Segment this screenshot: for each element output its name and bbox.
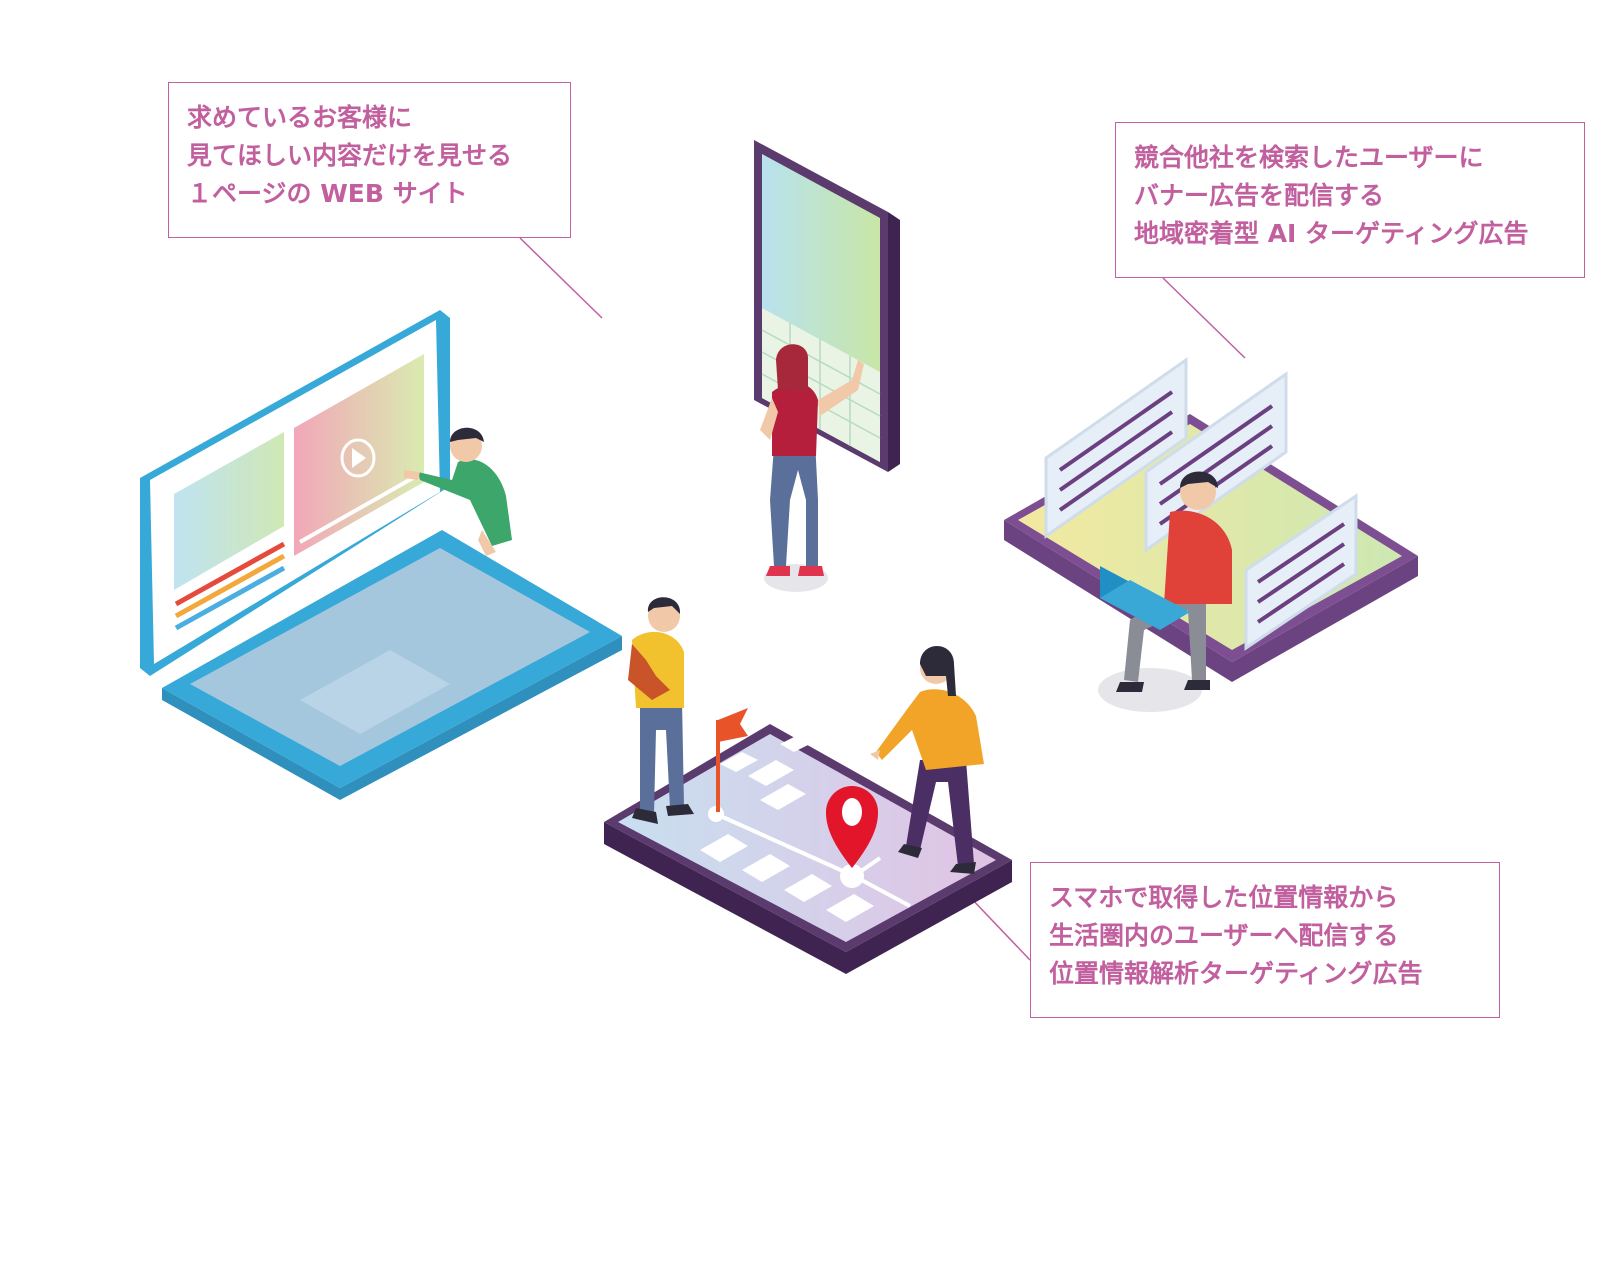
screen-line-orange xyxy=(174,553,286,619)
callout-geo-targeting: スマホで取得した位置情報から 生活圏内のユーザーへ配信する 位置情報解析ターゲテ… xyxy=(1030,862,1500,1018)
callout-ai-line-3: 地域密着型 AI ターゲティング広告 xyxy=(1134,219,1529,248)
callout-web-line-3: １ページの WEB サイト xyxy=(187,179,468,208)
callout-ai-line-2: バナー広告を配信する xyxy=(1134,181,1385,210)
connector-web xyxy=(519,237,603,319)
map-tablet-illustration xyxy=(604,708,1012,974)
callout-ai-line-1: 競合他社を検索したユーザーに xyxy=(1134,143,1484,172)
callout-web-site: 求めているお客様に 見てほしい内容だけを見せる １ページの WEB サイト xyxy=(168,82,571,238)
map-screen xyxy=(618,734,996,942)
screen-line-blue xyxy=(174,565,286,631)
callout-geo-line-2: 生活圏内のユーザーへ配信する xyxy=(1049,921,1399,950)
map-pin-icon xyxy=(826,786,878,868)
route-end-dot xyxy=(840,864,864,888)
screen-left-panel xyxy=(174,432,284,590)
callout-geo-line-1: スマホで取得した位置情報から xyxy=(1049,883,1399,912)
person-thinking xyxy=(628,597,694,824)
laptop-base-side xyxy=(162,636,622,800)
person-green-shirt xyxy=(404,427,512,556)
callout-ai-targeting: 競合他社を検索したユーザーに バナー広告を配信する 地域密着型 AI ターゲティ… xyxy=(1115,122,1585,278)
flag-icon xyxy=(716,708,748,812)
laptop-trackpad xyxy=(300,650,450,734)
person-red-top xyxy=(760,344,864,592)
phone-side xyxy=(888,212,900,472)
callout-geo-line-3: 位置情報解析ターゲティング広告 xyxy=(1049,959,1423,988)
callout-web-line-2: 見てほしい内容だけを見せる xyxy=(187,141,513,170)
screen-line-red xyxy=(174,541,286,607)
map-blocks xyxy=(700,734,874,922)
banner-ad-1 xyxy=(1044,357,1188,539)
person-pointing xyxy=(870,646,984,874)
map-tablet-side xyxy=(604,822,1012,974)
laptop-illustration xyxy=(140,310,622,800)
banner-ad-3 xyxy=(1244,493,1358,651)
callout-web-line-1: 求めているお客様に xyxy=(187,103,413,132)
person-with-laptop xyxy=(1098,471,1232,712)
tablet-side xyxy=(1004,520,1418,682)
connector-ai xyxy=(1162,277,1246,359)
video-progress-bar xyxy=(299,472,421,544)
play-icon xyxy=(340,438,376,478)
